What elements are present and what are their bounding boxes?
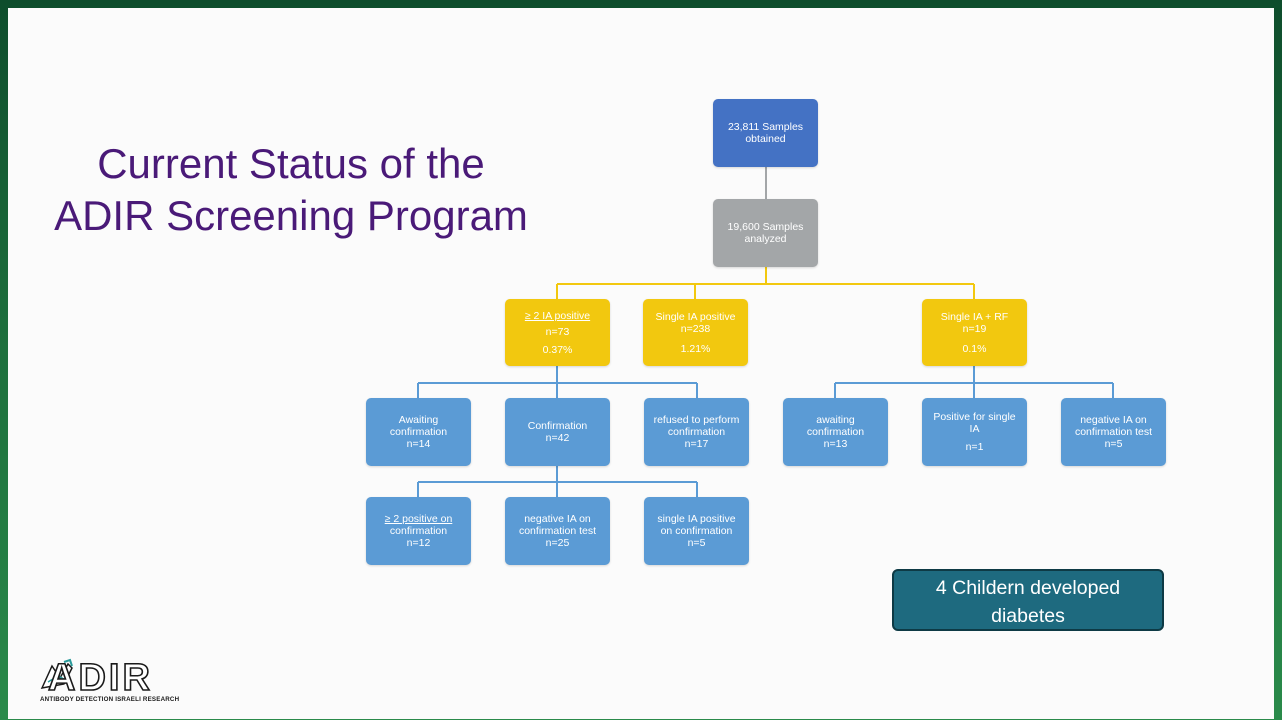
rf-positive-single-count: n=1 [965, 441, 984, 453]
conf-negative-label2: confirmation test [518, 525, 597, 537]
rf-awaiting-label2: confirmation [806, 426, 865, 438]
conf-negative-label1: negative IA on [524, 513, 591, 525]
rf-positive-single-label2: IA [969, 423, 980, 435]
single-ia-rf-label: Single IA + RF [940, 310, 1009, 323]
bird-icon [40, 658, 73, 689]
confirmation-count: n=42 [545, 432, 570, 444]
samples-analyzed-count: 19,600 Samples [727, 221, 804, 233]
refused-count: n=17 [684, 438, 709, 450]
connector-confirmation-results [417, 466, 698, 497]
connector-multi-ia-results [417, 366, 698, 398]
logo-tagline: ANTIBODY DETECTION ISRAELI RESEARCH [40, 696, 180, 703]
refused-label1: refused to perform [653, 414, 740, 426]
rf-positive-single-label1: Positive for single [933, 411, 1016, 423]
awaiting-confirmation-box: Awaiting confirmation n=14 [366, 398, 471, 466]
samples-obtained-label: obtained [745, 133, 786, 145]
rf-negative-label2: confirmation test [1074, 426, 1153, 438]
samples-analyzed-label: analyzed [744, 233, 787, 245]
rf-awaiting-count: n=13 [823, 438, 848, 450]
awaiting-confirmation-label1: Awaiting [398, 414, 439, 426]
conf-negative-count: n=25 [545, 537, 570, 549]
logo-wordmark: ADIR [47, 657, 153, 699]
diabetes-callout: 4 Childern developed diabetes [892, 569, 1164, 631]
conf-multi-positive-label1: ≥ 2 positive on [384, 513, 453, 525]
connector-lines [417, 167, 1114, 497]
awaiting-confirmation-count: n=14 [406, 438, 431, 450]
conf-multi-positive-count: n=12 [406, 537, 431, 549]
single-ia-rf-box: Single IA + RF n=19 0.1% [922, 299, 1027, 366]
slide-title-line2: ADIR Screening Program [54, 192, 528, 239]
rf-negative-count: n=5 [1104, 438, 1123, 450]
slide-title: Current Status of the ADIR Screening Pro… [8, 138, 574, 242]
conf-single-positive-label1: single IA positive [657, 513, 736, 525]
rf-awaiting-label1: awaiting [816, 414, 855, 426]
slide: Current Status of the ADIR Screening Pro… [8, 8, 1274, 719]
conf-single-positive-label2: on confirmation [660, 525, 733, 537]
multi-ia-positive-box: ≥ 2 IA positive n=73 0.37% [505, 299, 610, 366]
refused-label2: confirmation [667, 426, 726, 438]
multi-ia-percent: 0.37% [542, 343, 573, 356]
connector-categories [556, 267, 975, 299]
single-ia-positive-box: Single IA positive n=238 1.21% [643, 299, 748, 366]
conf-multi-positive-box: ≥ 2 positive on confirmation n=12 [366, 497, 471, 565]
refused-confirmation-box: refused to perform confirmation n=17 [644, 398, 749, 466]
conf-single-positive-count: n=5 [687, 537, 706, 549]
single-ia-label: Single IA positive [655, 310, 736, 323]
samples-obtained-count: 23,811 Samples [727, 121, 804, 133]
adir-logo: ADIR ANTIBODY DETECTION ISRAELI RESEARCH [38, 657, 180, 706]
rf-negative-box: negative IA on confirmation test n=5 [1061, 398, 1166, 466]
conf-multi-positive-label2: confirmation [389, 525, 448, 537]
callout-line1: 4 Childern developed [935, 577, 1121, 599]
samples-analyzed-box: 19,600 Samples analyzed [713, 199, 818, 267]
single-ia-rf-count: n=19 [962, 322, 987, 335]
single-ia-rf-percent: 0.1% [962, 342, 987, 355]
single-ia-count: n=238 [680, 322, 711, 335]
single-ia-percent: 1.21% [680, 342, 711, 355]
multi-ia-count: n=73 [545, 325, 570, 338]
rf-negative-label1: negative IA on [1080, 414, 1147, 426]
rf-awaiting-confirmation-box: awaiting confirmation n=13 [783, 398, 888, 466]
confirmation-label: Confirmation [527, 420, 588, 432]
rf-positive-single-box: Positive for single IA n=1 [922, 398, 1027, 466]
conf-single-positive-box: single IA positive on confirmation n=5 [644, 497, 749, 565]
slide-title-line1: Current Status of the [97, 140, 485, 187]
samples-obtained-box: 23,811 Samples obtained [713, 99, 818, 167]
connector-rf-results [834, 366, 1114, 398]
awaiting-confirmation-label2: confirmation [389, 426, 448, 438]
callout-line2: diabetes [991, 605, 1065, 627]
multi-ia-label: ≥ 2 IA positive [524, 309, 591, 322]
conf-negative-box: negative IA on confirmation test n=25 [505, 497, 610, 565]
confirmation-box: Confirmation n=42 [505, 398, 610, 466]
